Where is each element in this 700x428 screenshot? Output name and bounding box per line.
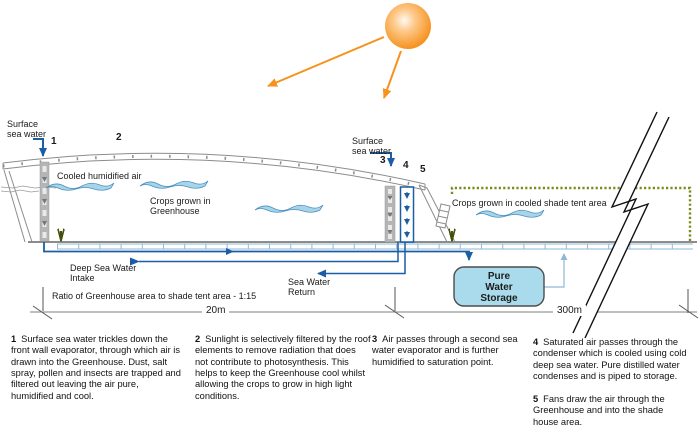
diagram-linework xyxy=(0,3,699,320)
scale-ratio-text: Ratio of Greenhouse area to shade tent a… xyxy=(52,291,257,301)
note-1-text: Surface sea water trickles down the fron… xyxy=(11,334,181,401)
note-1-number: 1 xyxy=(11,334,17,344)
label-pure-water-storage: Pure Water Storage xyxy=(480,271,518,304)
pure-water-pipe xyxy=(43,242,473,261)
shade-tent-outline xyxy=(450,186,692,241)
note-5-number: 5 xyxy=(533,394,539,404)
label-surface-sea-water-right: Surface sea water xyxy=(352,136,392,157)
dim-20m: 20m xyxy=(202,305,230,316)
fan-unit xyxy=(418,184,456,243)
front-wall xyxy=(3,169,33,243)
label-crops-shade-tent: Crops grown in cooled shade tent area xyxy=(452,198,607,208)
crops-row-greenhouse xyxy=(57,226,385,242)
note-2-text: Sunlight is selectively filtered by the … xyxy=(195,334,371,401)
dim-300m: 300m xyxy=(553,305,587,316)
note-2-number: 2 xyxy=(195,334,201,344)
surface-water-feed-left xyxy=(33,138,47,157)
label-sea-water-return: Sea Water Return xyxy=(288,277,331,298)
note-3-number: 3 xyxy=(372,334,378,344)
label-crops-greenhouse: Crops grown in Greenhouse xyxy=(150,196,211,217)
note-4-text: Saturated air passes through the condens… xyxy=(533,337,687,381)
step-marker-4: 4 xyxy=(403,160,409,171)
step-marker-3: 3 xyxy=(380,155,386,166)
greenhouse-roof xyxy=(2,152,426,191)
crop-plant-icon xyxy=(57,226,385,242)
storage-tank xyxy=(453,266,545,307)
step-marker-1: 1 xyxy=(51,136,57,147)
step-marker-2: 2 xyxy=(116,132,122,143)
sun-ray-arrows xyxy=(267,36,402,99)
tank-outlet-pipe xyxy=(543,253,568,288)
label-cooled-humidified-air: Cooled humidified air xyxy=(57,171,142,181)
deep-sea-water-pipe xyxy=(130,242,399,266)
condenser xyxy=(399,186,415,243)
note-3-text: Air passes through a second sea water ev… xyxy=(372,334,518,367)
label-deep-sea-water-intake: Deep Sea Water Intake xyxy=(70,263,137,284)
surface-water-feed-right xyxy=(370,152,395,167)
crop-plant-icon xyxy=(448,226,689,242)
note-5-text: Fans draw the air through the Greenhouse… xyxy=(533,394,665,427)
step-marker-5: 5 xyxy=(420,164,426,175)
second-evaporator xyxy=(384,185,396,243)
irrigation-pipe xyxy=(57,243,693,250)
sea-water-return-pipe xyxy=(317,242,406,278)
sun-icon xyxy=(385,3,431,49)
crops-row-shade-tent xyxy=(448,226,689,242)
note-4-number: 4 xyxy=(533,337,539,347)
label-surface-sea-water-left: Surface sea water xyxy=(7,119,47,140)
